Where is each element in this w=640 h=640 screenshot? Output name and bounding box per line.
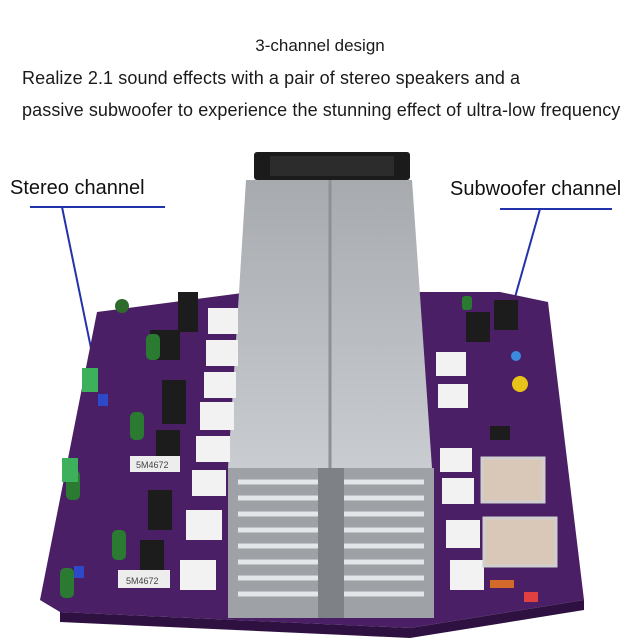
subwoofer-channel-label: Subwoofer channel xyxy=(450,178,622,200)
description-line-1: Realize 2.1 sound effects with a pair of… xyxy=(22,68,521,88)
page-title: 3-channel design xyxy=(255,36,385,55)
left-channel-components: 5M4672 5M4672 xyxy=(60,292,238,598)
chip-label-2: 5M4672 xyxy=(136,460,169,470)
description-line-2: passive subwoofer to experience the stun… xyxy=(22,100,621,120)
stereo-channel-label: Stereo channel xyxy=(10,177,145,199)
chip-label-1: 5M4672 xyxy=(126,576,159,586)
right-channel-components xyxy=(436,296,558,602)
